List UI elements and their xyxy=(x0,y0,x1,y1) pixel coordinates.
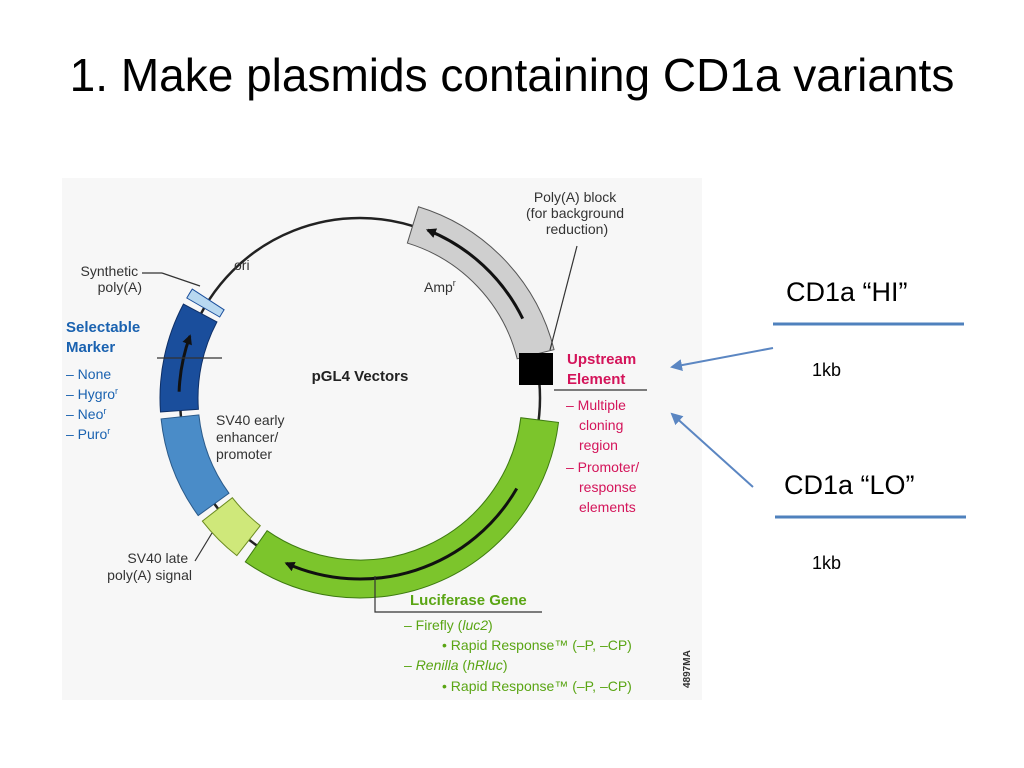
leader-polya-block xyxy=(549,245,578,351)
slide-title: 1. Make plasmids containing CD1a variant… xyxy=(69,49,955,101)
plasmid-name: pGL4 Vectors xyxy=(312,368,409,385)
variant-hi-size: 1kb xyxy=(812,360,842,380)
catalog-number: 4897MA xyxy=(682,650,693,688)
selectable-marker-options: – None – Hygror – Neor – Puror xyxy=(66,366,122,442)
upstream-element-items: – Multiple cloning region – Promoter/ re… xyxy=(566,397,643,515)
luciferase-items: – Firefly (luc2) • Rapid Response™ (–P, … xyxy=(404,617,636,694)
polya-block-label: Poly(A) block (for background reduction) xyxy=(526,189,628,237)
sv40-early-label: SV40 early enhancer/ promoter xyxy=(216,412,288,462)
sv40-late-segment xyxy=(201,497,261,557)
luciferase-direction-arrow xyxy=(284,487,519,581)
plasmid-figure: pGL4 Vectors ori Ampr Poly(A) block (for… xyxy=(62,178,702,700)
marker-direction-arrow xyxy=(177,334,192,392)
leader-sv40-late xyxy=(194,532,213,562)
variant-lo-label: CD1a “LO” xyxy=(784,470,915,500)
plasmid-map: pGL4 Vectors ori Ampr Poly(A) block (for… xyxy=(66,189,693,694)
synthetic-polya-segment xyxy=(186,288,225,318)
luciferase-title: Luciferase Gene xyxy=(410,592,527,609)
upstream-element-title: Upstream Element xyxy=(567,351,640,388)
sv40-early-segment xyxy=(160,414,230,517)
leader-luciferase xyxy=(374,576,542,613)
variant-lo-size: 1kb xyxy=(812,553,842,573)
luciferase-segment xyxy=(244,417,560,599)
upstream-element-box xyxy=(519,353,553,385)
ori-label: ori xyxy=(234,257,250,273)
variant-hi-label: CD1a “HI” xyxy=(786,277,908,307)
selectable-marker-title: Selectable Marker xyxy=(66,319,144,356)
sv40-late-label: SV40 late poly(A) signal xyxy=(107,550,192,583)
amp-direction-arrow xyxy=(425,228,525,320)
amp-label: Ampr xyxy=(424,278,456,295)
synthetic-polya-label: Synthetic poly(A) xyxy=(81,263,142,295)
amp-segment xyxy=(406,206,555,360)
